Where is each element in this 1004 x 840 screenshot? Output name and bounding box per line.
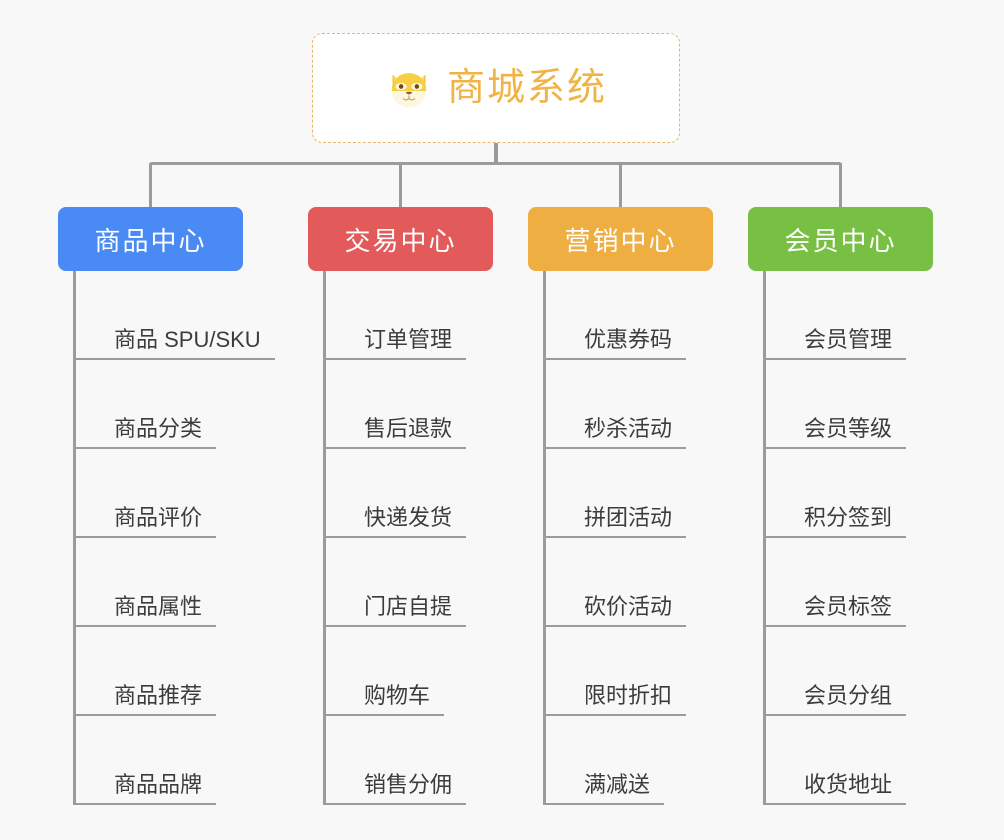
leaf-item[interactable]: 商品属性 <box>76 538 275 627</box>
leaf-item[interactable]: 商品推荐 <box>76 627 275 716</box>
leaf-label: 销售分佣 <box>326 772 467 805</box>
branch-header-2[interactable]: 营销中心 <box>528 207 713 271</box>
leaf-label: 积分签到 <box>766 505 907 538</box>
leaf-item[interactable]: 限时折扣 <box>546 627 713 716</box>
leaf-label: 拼团活动 <box>546 505 687 538</box>
leaf-item[interactable]: 收货地址 <box>766 716 933 805</box>
leaf-label: 会员标签 <box>766 594 907 627</box>
leaf-item[interactable]: 秒杀活动 <box>546 360 713 449</box>
branch-column-3: 会员中心 会员管理 会员等级 积分签到 会员标签 会员分组 收货地址 <box>748 207 933 805</box>
root-title: 商城系统 <box>446 67 607 109</box>
leaf-label: 商品品牌 <box>76 772 217 805</box>
leaf-item[interactable]: 会员等级 <box>766 360 933 449</box>
leaf-item[interactable]: 商品分类 <box>76 360 275 449</box>
leaf-list-0: 商品 SPU/SKU 商品分类 商品评价 商品属性 商品推荐 商品品牌 <box>73 271 275 805</box>
leaf-label: 砍价活动 <box>546 594 687 627</box>
leaf-label: 商品属性 <box>76 594 217 627</box>
leaf-item[interactable]: 订单管理 <box>326 271 493 360</box>
leaf-item[interactable]: 积分签到 <box>766 449 933 538</box>
leaf-list-3: 会员管理 会员等级 积分签到 会员标签 会员分组 收货地址 <box>763 271 933 805</box>
branch-column-1: 交易中心 订单管理 售后退款 快递发货 门店自提 购物车 销售分佣 <box>308 207 493 805</box>
leaf-item[interactable]: 商品 SPU/SKU <box>76 271 275 360</box>
leaf-label: 门店自提 <box>326 594 467 627</box>
leaf-label: 商品 SPU/SKU <box>76 327 275 360</box>
leaf-label: 快递发货 <box>326 505 467 538</box>
leaf-item[interactable]: 满减送 <box>546 716 713 805</box>
leaf-item[interactable]: 销售分佣 <box>326 716 493 805</box>
branch-column-2: 营销中心 优惠券码 秒杀活动 拼团活动 砍价活动 限时折扣 满减送 <box>528 207 713 805</box>
root-node[interactable]: 商城系统 <box>312 33 680 143</box>
leaf-label: 优惠券码 <box>546 327 687 360</box>
leaf-item[interactable]: 会员分组 <box>766 627 933 716</box>
leaf-item[interactable]: 商品品牌 <box>76 716 275 805</box>
leaf-label: 会员分组 <box>766 683 907 716</box>
shiba-dog-face-icon <box>391 73 427 108</box>
branch-column-0: 商品中心 商品 SPU/SKU 商品分类 商品评价 商品属性 商品推荐 商品品牌 <box>58 207 275 805</box>
leaf-label: 商品分类 <box>76 416 217 449</box>
leaf-item[interactable]: 优惠券码 <box>546 271 713 360</box>
leaf-item[interactable]: 快递发货 <box>326 449 493 538</box>
leaf-item[interactable]: 门店自提 <box>326 538 493 627</box>
leaf-item[interactable]: 砍价活动 <box>546 538 713 627</box>
leaf-list-2: 优惠券码 秒杀活动 拼团活动 砍价活动 限时折扣 满减送 <box>543 271 713 805</box>
leaf-label: 商品评价 <box>76 505 217 538</box>
leaf-label: 限时折扣 <box>546 683 687 716</box>
leaf-item[interactable]: 拼团活动 <box>546 449 713 538</box>
leaf-label: 订单管理 <box>326 327 467 360</box>
leaf-item[interactable]: 售后退款 <box>326 360 493 449</box>
branch-header-3[interactable]: 会员中心 <box>748 207 933 271</box>
leaf-label: 收货地址 <box>766 772 907 805</box>
leaf-item[interactable]: 会员管理 <box>766 271 933 360</box>
leaf-list-1: 订单管理 售后退款 快递发货 门店自提 购物车 销售分佣 <box>323 271 493 805</box>
leaf-item[interactable]: 商品评价 <box>76 449 275 538</box>
leaf-label: 售后退款 <box>326 416 467 449</box>
leaf-item[interactable]: 购物车 <box>326 627 493 716</box>
leaf-label: 会员等级 <box>766 416 907 449</box>
leaf-label: 会员管理 <box>766 327 907 360</box>
leaf-label: 商品推荐 <box>76 683 217 716</box>
leaf-label: 秒杀活动 <box>546 416 687 449</box>
branch-header-0[interactable]: 商品中心 <box>58 207 243 271</box>
leaf-item[interactable]: 会员标签 <box>766 538 933 627</box>
leaf-label: 购物车 <box>326 683 445 716</box>
leaf-label: 满减送 <box>546 772 665 805</box>
branch-header-1[interactable]: 交易中心 <box>308 207 493 271</box>
